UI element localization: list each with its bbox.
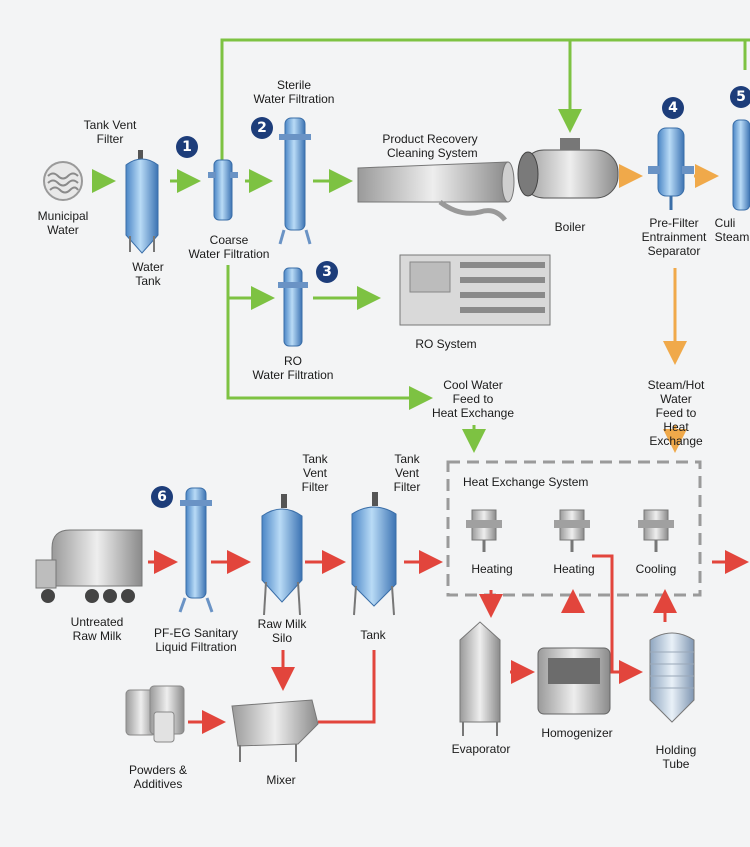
powders-additives-icon (125, 685, 185, 743)
label-tank-vent-filter: Tank Vent Filter (83, 118, 137, 146)
pfeg-filter-icon (178, 487, 214, 613)
milk-tanker-truck-icon (35, 529, 143, 603)
milk-lines (148, 550, 749, 734)
tank-icon (351, 492, 397, 616)
line-to-ro-filter (226, 265, 275, 310)
label-cooling: Cooling (635, 562, 677, 576)
label-tank: Tank (360, 628, 386, 642)
prefilter-separator-icon (648, 127, 694, 210)
label-heating-2: Heating (553, 562, 595, 576)
boiler-icon (517, 138, 619, 199)
label-boiler: Boiler (554, 220, 586, 234)
heat-exchanger-heating2-icon (554, 509, 590, 552)
step-badge-5: 5 (730, 86, 750, 108)
label-cool-water-feed: Cool Water Feed to Heat Exchange (431, 378, 515, 420)
label-steam-hot-water-feed: Steam/Hot Water Feed to Heat Exchange (647, 378, 705, 448)
line-heating-to-holding (592, 554, 643, 684)
holding-tube-icon (649, 632, 695, 723)
coarse-filter-icon (208, 159, 238, 221)
label-silo-tank-vent-filter: Tank Vent Filter (301, 452, 329, 494)
label-municipal-water: Municipal Water (37, 209, 89, 237)
label-untreated-raw-milk: Untreated Raw Milk (70, 615, 124, 643)
water-lines (92, 38, 750, 453)
label-tank-vent-filter-2: Tank Vent Filter (393, 452, 421, 494)
ro-filter-icon (278, 267, 308, 347)
label-culinary-steam: Culi Steam (714, 216, 750, 244)
heat-exchanger-cooling-icon (638, 509, 674, 552)
label-water-tank: Water Tank (132, 260, 164, 288)
step-badge-6: 6 (151, 486, 173, 508)
sterile-filter-icon (278, 117, 312, 245)
municipal-water-icon (43, 161, 83, 201)
line-to-cool-water (226, 298, 433, 410)
label-homogenizer: Homogenizer (541, 726, 613, 740)
steam-lines (619, 164, 719, 453)
label-holding-tube: Holding Tube (655, 743, 697, 771)
label-prefilter-separator: Pre-Filter Entrainment Separator (641, 216, 707, 258)
label-heating-1: Heating (471, 562, 513, 576)
raw-milk-silo-icon (261, 494, 303, 616)
mixer-icon (231, 699, 319, 762)
label-pfeg-filtration: PF-EG Sanitary Liquid Filtration (153, 626, 239, 654)
homogenizer-icon (537, 647, 611, 715)
label-raw-milk-silo: Raw Milk Silo (257, 617, 307, 645)
step-badge-2: 2 (251, 117, 273, 139)
label-ro-filtration: RO Water Filtration (252, 354, 334, 382)
evaporator-icon (459, 621, 501, 736)
label-heat-exchange-system: Heat Exchange System (463, 475, 589, 489)
label-product-recovery: Product Recovery Cleaning System (382, 132, 478, 160)
label-ro-system: RO System (415, 337, 477, 351)
label-sterile-filtration: Sterile Water Filtration (253, 78, 335, 106)
heat-exchanger-heating1-icon (466, 509, 502, 552)
ro-system-icon (399, 254, 551, 326)
water-tank-icon (125, 150, 159, 254)
step-badge-1: 1 (176, 136, 198, 158)
product-recovery-icon (357, 161, 515, 222)
line-top-main (220, 38, 750, 165)
label-coarse-filtration: Coarse Water Filtration (188, 233, 270, 261)
line-mixer-to-tank (318, 650, 376, 724)
culinary-steam-filter-icon (732, 119, 750, 211)
step-badge-4: 4 (662, 97, 684, 119)
step-badge-3: 3 (316, 261, 338, 283)
label-powders-additives: Powders & Additives (128, 763, 188, 791)
label-mixer: Mixer (266, 773, 296, 787)
heat-exchange-box (446, 460, 702, 597)
label-evaporator: Evaporator (451, 742, 511, 756)
